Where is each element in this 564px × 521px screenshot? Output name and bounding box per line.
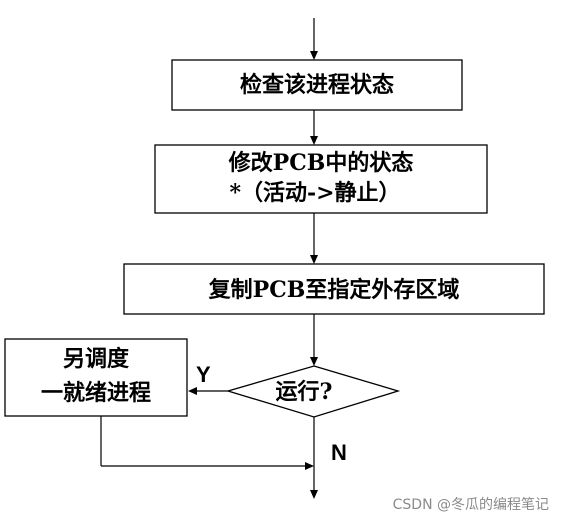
return-connector-arrowhead	[305, 462, 314, 470]
arrowhead-modify-to-copy	[310, 255, 318, 264]
arrowhead-check-to-modify	[310, 136, 318, 145]
yes-label: Y	[196, 362, 211, 387]
modify-pcb-label-line2: *（活动->静止）	[229, 180, 400, 206]
no-branch-arrowhead	[310, 490, 318, 499]
entry-arrowhead	[310, 51, 318, 60]
check-state-box	[171, 59, 463, 111]
arrowhead-copy-to-decision	[310, 357, 318, 366]
modify-pcb-label-line1: 修改PCB中的状态	[228, 150, 414, 176]
check-state-label: 检查该进程状态	[240, 72, 394, 98]
copy-pcb-box	[123, 263, 545, 315]
reschedule-label-line1: 另调度	[63, 346, 130, 372]
watermark-text: CSDN @冬瓜的编程笔记	[393, 497, 549, 513]
yes-branch-arrowhead	[188, 387, 197, 395]
modify-pcb-box	[154, 144, 488, 214]
reschedule-label-line2: 一就绪进程	[41, 380, 151, 406]
copy-pcb-label: 复制PCB至指定外存区域	[208, 277, 460, 303]
reschedule-box	[4, 338, 188, 417]
no-label: N	[331, 440, 347, 465]
running-decision-label: 运行?	[276, 379, 333, 405]
